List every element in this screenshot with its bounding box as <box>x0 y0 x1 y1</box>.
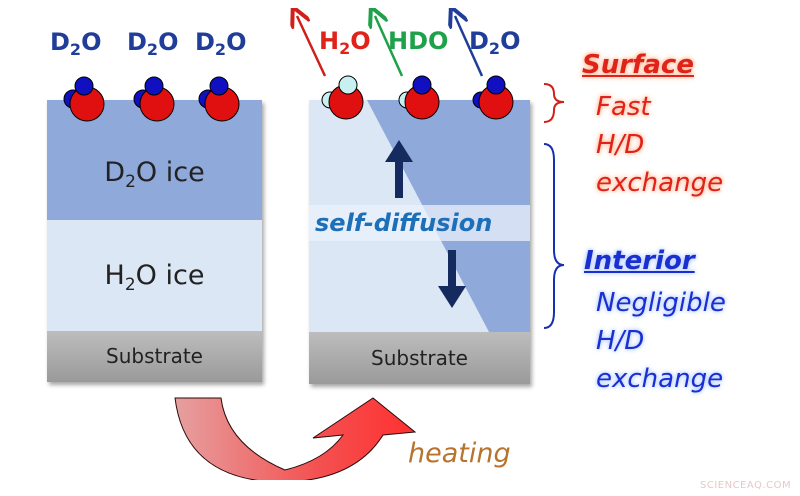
d2o-desorb-label: D2O <box>469 27 521 58</box>
substrate-right: Substrate <box>309 332 530 384</box>
label-backdrop <box>309 205 530 241</box>
d2o-label-3: D2O <box>195 28 247 59</box>
heating-label: heating <box>408 438 511 469</box>
hdo-desorb-label: HDO <box>388 27 449 55</box>
surface-line: H/D <box>596 130 645 160</box>
arrow-down-icon <box>438 250 466 308</box>
arrow-up-icon <box>297 16 327 77</box>
arrow-up-icon <box>455 16 484 77</box>
surface-line: exchange <box>596 168 724 198</box>
interior-heading: Interior <box>584 246 695 276</box>
d2o-label-1: D2O <box>50 28 102 59</box>
surface-heading: Surface <box>582 50 694 80</box>
mixed-molecules-right <box>321 75 514 120</box>
self-diffusion-label: self-diffusion <box>315 209 493 237</box>
d2o-molecule-icon <box>472 75 514 120</box>
interior-line: exchange <box>596 364 724 394</box>
d2o-molecules-left <box>63 76 240 122</box>
heating-arrow-icon <box>174 397 417 480</box>
left-ice-stack: D2O ice H2O ice Substrate <box>47 100 262 382</box>
right-ice-stack: self-diffusion Substrate <box>309 100 530 384</box>
desorption-arrows <box>285 8 484 77</box>
arrow-up-icon <box>375 16 404 77</box>
water-molecule-icon <box>63 76 105 122</box>
surface-brace-icon <box>543 83 565 123</box>
interior-brace-icon <box>543 143 565 329</box>
water-molecule-icon <box>133 76 175 122</box>
interior-line: Negligible <box>596 288 726 318</box>
h2o-desorb-label: H2O <box>319 27 371 58</box>
d2o-label-2: D2O <box>127 28 179 59</box>
interior-line: H/D <box>596 326 645 356</box>
braces <box>543 83 565 329</box>
hdo-molecule-icon <box>398 75 440 120</box>
watermark: SCIENCEAQ.COM <box>700 480 792 491</box>
arrow-up-icon <box>385 140 413 198</box>
water-molecule-icon <box>198 76 240 122</box>
surface-description: Fast H/D exchange <box>596 88 723 202</box>
h2o-molecule-icon <box>321 75 364 120</box>
h2o-ice-layer: H2O ice <box>47 220 262 331</box>
surface-line: Fast <box>596 92 651 122</box>
interior-description: Negligible H/D exchange <box>596 284 726 398</box>
substrate-left: Substrate <box>47 331 262 382</box>
